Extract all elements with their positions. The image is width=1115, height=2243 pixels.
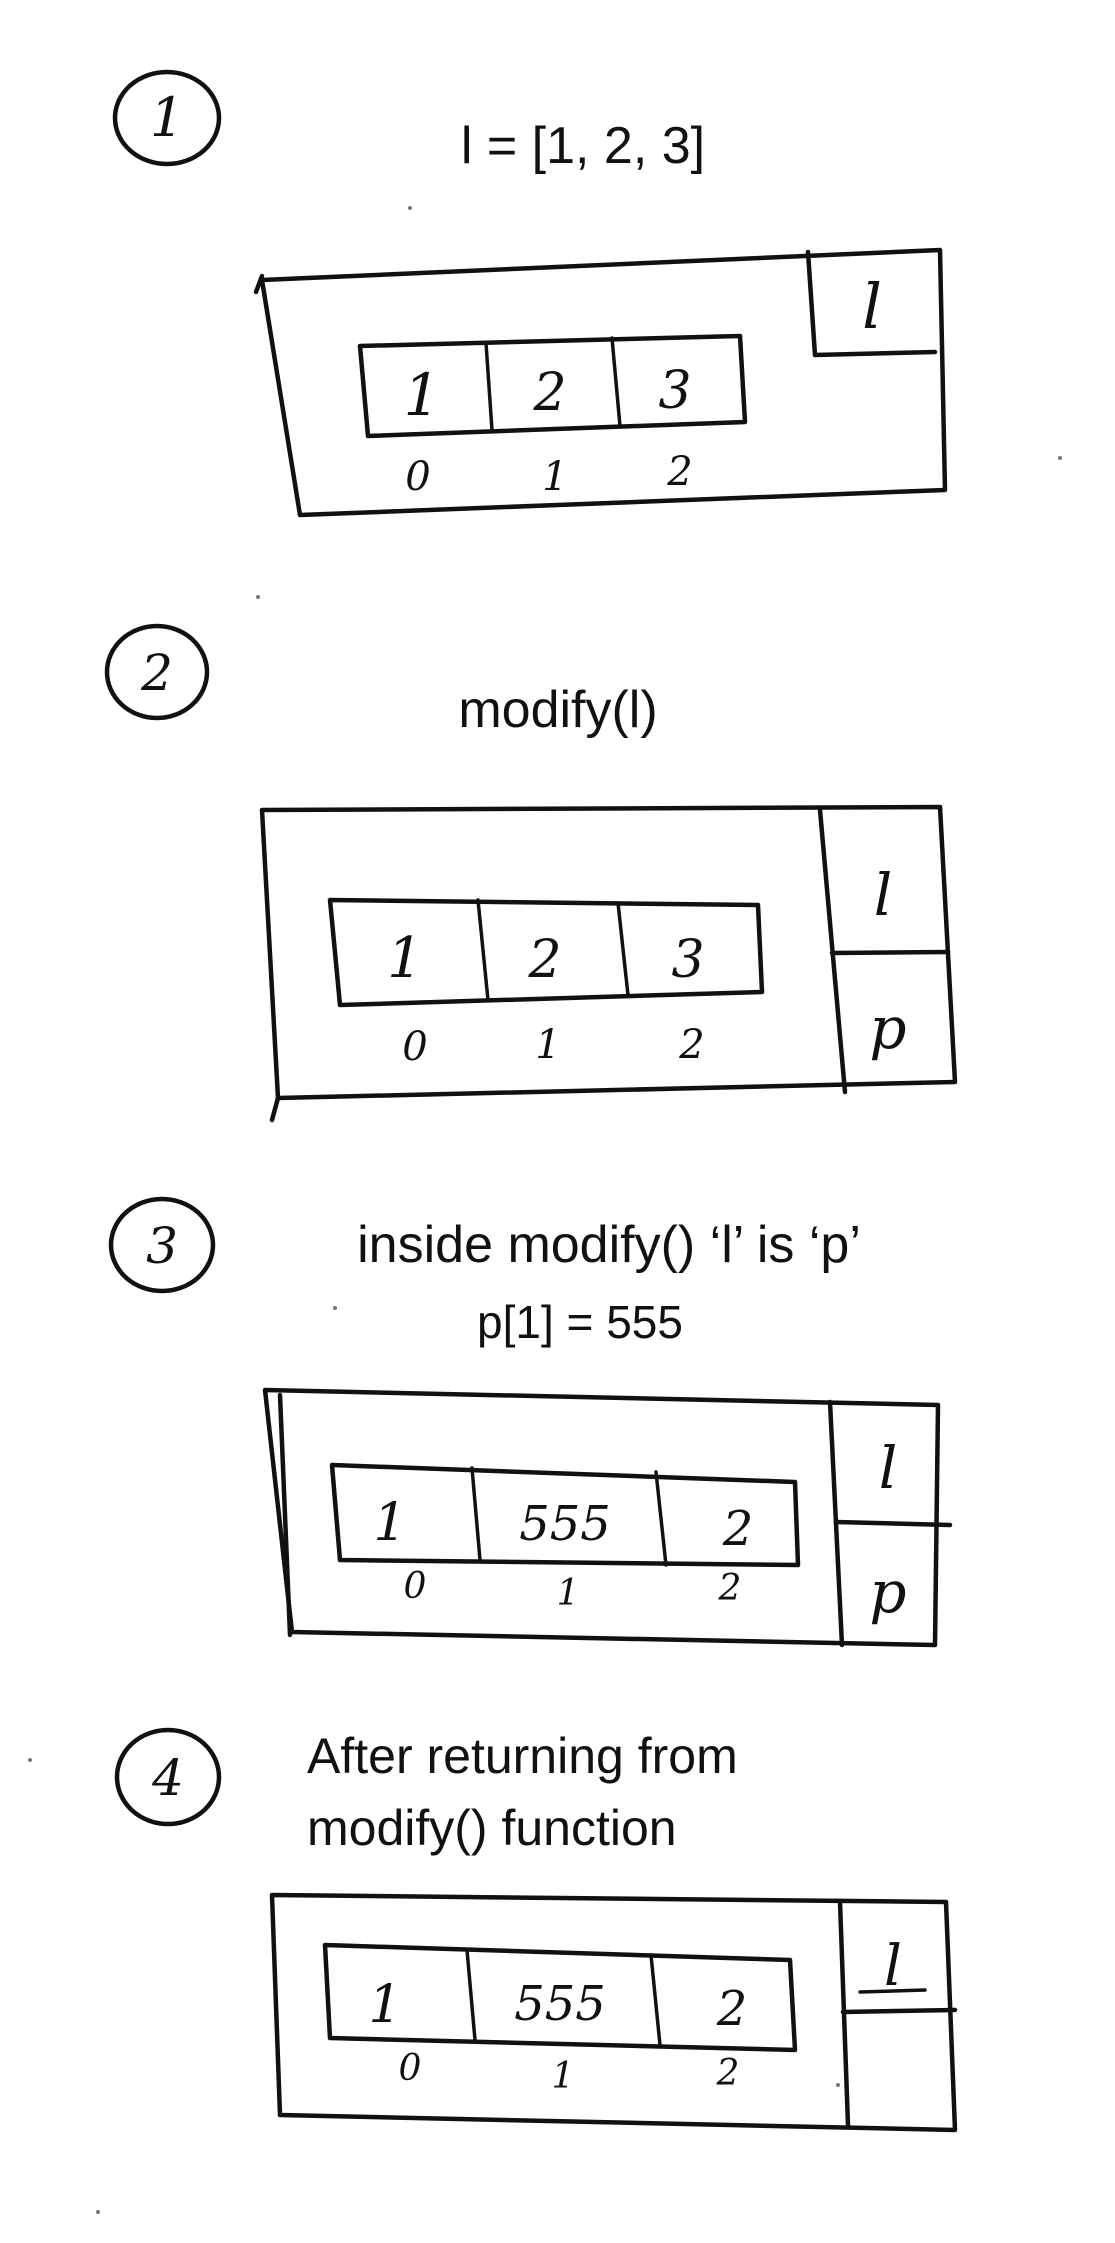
list-index: 1 [552, 2056, 575, 2097]
box-tick [269, 1095, 281, 1123]
cell-divider [484, 341, 494, 432]
step-3-caption-line-2: p[1] = 555 [477, 1296, 683, 1348]
list-index: 2 [678, 1022, 704, 1068]
name-table [805, 249, 938, 358]
step-2: 2 modify(l) l p 1 2 3 0 1 2 [104, 623, 958, 1123]
name-table [829, 949, 951, 956]
step-1-caption: l = [1, 2, 3] [461, 117, 705, 175]
step-4: 4 After returning from modify() function… [114, 1727, 958, 2133]
step-2-circle [104, 623, 210, 721]
list-value: 2 [532, 363, 566, 423]
step-4-caption-line-2: modify() function [307, 1800, 677, 1856]
list-value: 2 [722, 1501, 754, 1557]
list-index: 0 [404, 1566, 427, 1607]
speck [333, 1306, 337, 1310]
step-3-circle [108, 1196, 216, 1294]
cell-divider [465, 1948, 477, 2042]
list-index: 1 [542, 454, 567, 500]
step-3: 3 inside modify() ‘l’ is ‘p’ p[1] = 555 … [108, 1196, 953, 1648]
list-index: 0 [405, 454, 430, 500]
list-index: 1 [557, 1573, 580, 1614]
speck [28, 1758, 32, 1762]
list-array [327, 897, 765, 1008]
cell-divider [610, 336, 622, 428]
name-label: l [884, 1934, 902, 1999]
step-4-number: 4 [151, 1749, 184, 1807]
name-label: p [869, 1558, 906, 1626]
list-value: 3 [671, 930, 704, 990]
cell-divider [616, 901, 630, 997]
list-array [329, 1462, 801, 1568]
list-value: 1 [368, 1975, 401, 2035]
name-underline [858, 1988, 927, 1994]
list-value: 1 [387, 926, 423, 991]
step-1-circle [112, 69, 222, 167]
name-label: p [869, 994, 906, 1062]
step-2-number: 2 [140, 644, 173, 702]
speck [836, 2083, 840, 2087]
list-index: 2 [718, 1568, 742, 1609]
step-1-number: 1 [150, 86, 184, 149]
speck [96, 2210, 100, 2214]
list-value: 555 [519, 1496, 611, 1552]
cell-divider [649, 1953, 662, 2047]
cell-divider [476, 898, 490, 1002]
list-value: 1 [404, 361, 441, 429]
memory-box [262, 1387, 941, 1648]
list-index: 2 [716, 2053, 740, 2094]
step-3-caption-line-1: inside modify() ‘l’ is ‘p’ [357, 1216, 861, 1274]
step-2-caption: modify(l) [458, 681, 657, 739]
list-value: 3 [658, 361, 691, 421]
name-table [840, 2007, 958, 2015]
list-array [322, 1942, 798, 2053]
list-index: 1 [535, 1022, 560, 1068]
name-table [833, 1519, 953, 1528]
name-label: l [862, 270, 882, 343]
memory-box [259, 247, 948, 518]
memory-box [259, 804, 958, 1101]
list-value: 2 [527, 930, 561, 990]
cell-divider [654, 1470, 668, 1567]
name-label: l [874, 861, 893, 929]
speck [408, 206, 412, 210]
list-value: 555 [514, 1976, 606, 2032]
step-1: 1 l = [1, 2, 3] l 1 2 3 0 1 2 [112, 69, 948, 518]
list-value: 1 [373, 1493, 406, 1553]
memory-box [269, 1892, 958, 2133]
list-value: 2 [716, 1981, 748, 2037]
speck [1058, 456, 1062, 460]
box-edge [277, 1392, 293, 1638]
step-4-circle [114, 1727, 222, 1827]
list-index: 2 [666, 449, 692, 495]
step-3-number: 3 [146, 1217, 178, 1275]
list-index: 0 [399, 2048, 422, 2089]
step-4-caption-line-1: After returning from [307, 1728, 738, 1784]
name-label: l [879, 1434, 898, 1502]
cell-divider [470, 1466, 482, 1562]
speck [256, 595, 260, 599]
list-index: 0 [402, 1024, 427, 1070]
box-tick [253, 273, 265, 295]
